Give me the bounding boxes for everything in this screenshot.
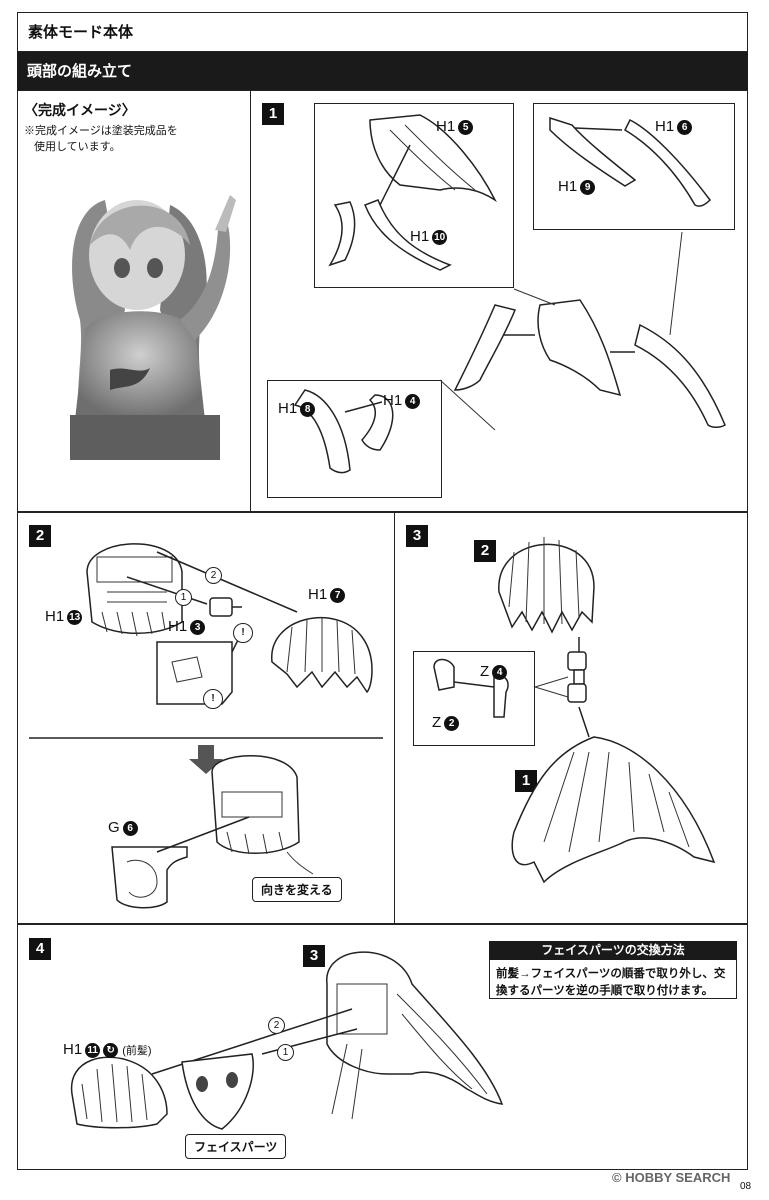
section-title: 素体モード本体 [17,12,748,52]
step3-head-diagram [433,537,716,884]
step1-detail-box-b [533,103,735,230]
order-1-label: 1 [175,587,192,606]
completed-image-note-1: ※完成イメージは塗装完成品を [24,125,178,137]
face-exchange-title: フェイスパーツの交換方法 [489,941,737,960]
step3-panel [394,512,748,924]
rotate-label: 向きを変える [252,877,342,902]
step4-face-diagram [70,951,504,1130]
step2-number: 2 [29,525,51,547]
page-number: 08 [740,1181,752,1192]
warning-icon: ! [233,622,253,643]
step3-ref-step-2: 2 [474,540,496,562]
completed-image-note-2: 使用しています。 [34,141,121,153]
step4-number: 4 [29,938,51,960]
order-1-label-step4: 1 [277,1042,294,1061]
page-subtitle: 頭部の組み立て [17,52,748,90]
step3-detail-box [413,651,535,746]
step3-ref-step-1: 1 [515,770,537,792]
step1-hair-diagram [293,114,726,474]
order-2-label: 2 [205,565,222,584]
step4-panel [17,924,748,1170]
step1-detail-box-a [314,103,514,288]
face-parts-label: フェイスパーツ [185,1134,287,1159]
step3-number: 3 [406,525,428,547]
completed-image-title: 〈完成イメージ〉 [24,102,136,118]
watermark: © HOBBY SEARCH [612,1170,731,1185]
step2-head-diagram [29,543,383,909]
face-exchange-text-1: 前髪→フェイスパーツの順番で取り外し、交 [496,968,726,980]
step1-detail-box-c [267,380,442,498]
step4-ref-step-3: 3 [303,945,325,967]
step1-number: 1 [262,103,284,125]
order-2-label-step4: 2 [268,1015,285,1034]
warning-icon-2: ! [203,688,223,709]
face-exchange-text-2: 換するパーツを逆の手順で取り付けます。 [496,985,714,997]
step1-panel [250,90,748,512]
completed-figure-photo [70,195,236,460]
